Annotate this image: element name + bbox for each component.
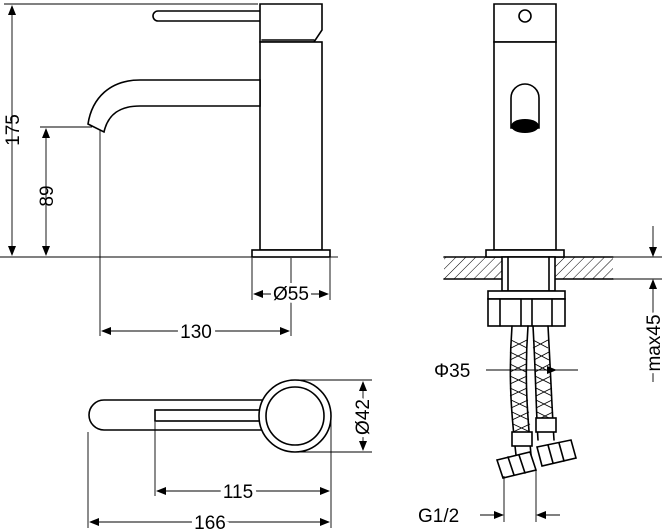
counter-hatch-right [555,257,613,279]
counter-hatch-left [444,257,502,279]
dim-label-body-diameter: Ø42 [353,399,374,435]
side-view: 175 89 Ø55 130 [0,3,338,347]
dim-label-spout-reach: 130 [180,322,212,343]
top-view: Ø42 115 166 [87,379,377,532]
handle-lever [152,10,266,22]
dim-label-total-height: 175 [3,114,24,146]
fixing-plate [487,290,566,300]
front-base [485,249,565,258]
aerator [511,119,539,133]
body-inner-circle [265,386,325,446]
outlet [510,83,540,129]
spout [87,79,261,134]
dim-label-max-thickness: max45 [644,314,665,371]
front-view: Φ35 max45 G1/2 [418,3,666,527]
dim-label-hole-diameter: Φ35 [434,361,470,382]
shank [501,256,556,292]
braided-hose-right [532,325,577,467]
hex-nut-right [536,439,577,467]
base-plate [251,249,331,258]
dim-label-base-diameter: Ø55 [273,284,309,305]
cartridge-cap [259,3,323,43]
braided-hose-left [495,325,538,479]
hex-nut-left [495,451,538,479]
dim-label-thread: G1/2 [418,506,459,527]
lever-slot [154,409,274,422]
dim-label-handle-to-body: 115 [223,482,253,503]
faucet-body [259,41,323,251]
dim-label-overall-length: 166 [194,513,226,532]
indicator-dot [518,9,532,23]
front-body [493,41,557,251]
dim-label-spout-height: 89 [37,185,58,206]
